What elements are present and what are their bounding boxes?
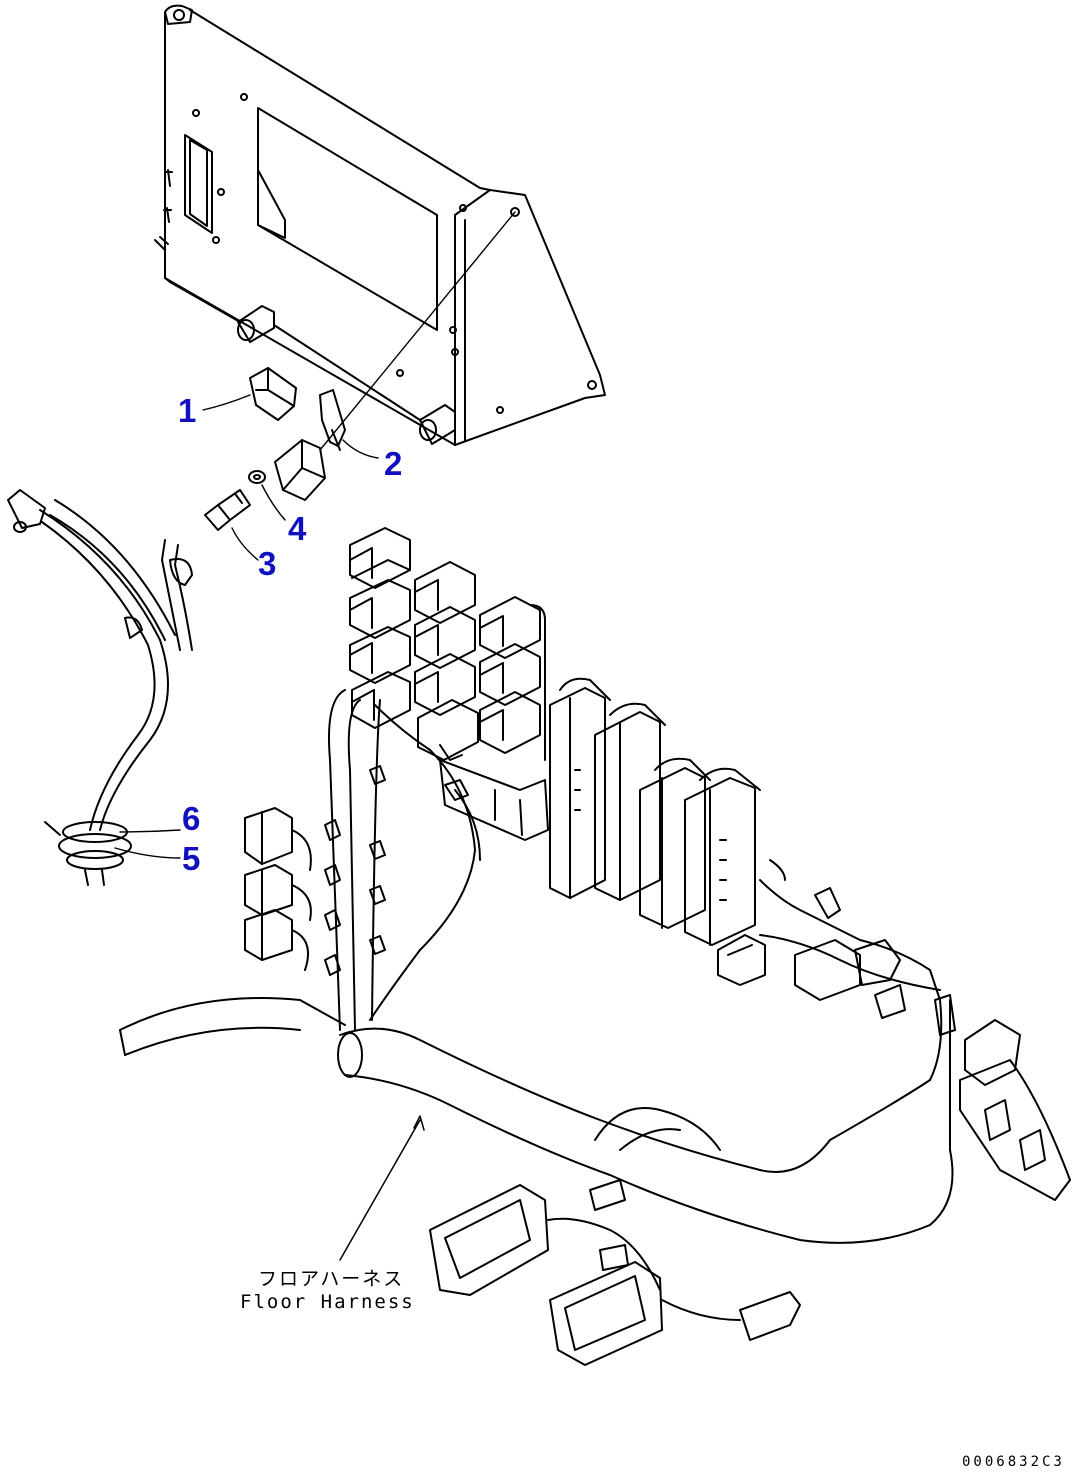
- ecu-modules: [549, 677, 761, 946]
- floor-harness-label-jp: フロアハーネス: [258, 1268, 404, 1290]
- harness-leader: [339, 1115, 425, 1261]
- floor-harness-label-en: Floor Harness: [240, 1291, 415, 1313]
- callout-2: 2: [384, 445, 402, 482]
- callout-5: 5: [182, 840, 200, 877]
- floor-harness: [119, 689, 1071, 1366]
- callout-4: 4: [288, 510, 307, 547]
- callout-6: 6: [182, 800, 200, 837]
- mounting-panel: [154, 4, 606, 446]
- part-4-washer: [248, 470, 266, 484]
- callout-3: 3: [258, 545, 276, 582]
- part-1-clip: [249, 367, 297, 421]
- part-3-bolt: [204, 489, 251, 531]
- connector-bracket: [274, 439, 326, 501]
- part-2-bracket: [319, 389, 346, 451]
- left-harness-branch: [7, 489, 193, 886]
- leader-lines: [114, 211, 516, 859]
- callout-1: 1: [178, 392, 196, 429]
- relay-block: [349, 527, 549, 841]
- left-relays: [244, 807, 312, 971]
- drawing-code: 0006832C3: [962, 1454, 1065, 1470]
